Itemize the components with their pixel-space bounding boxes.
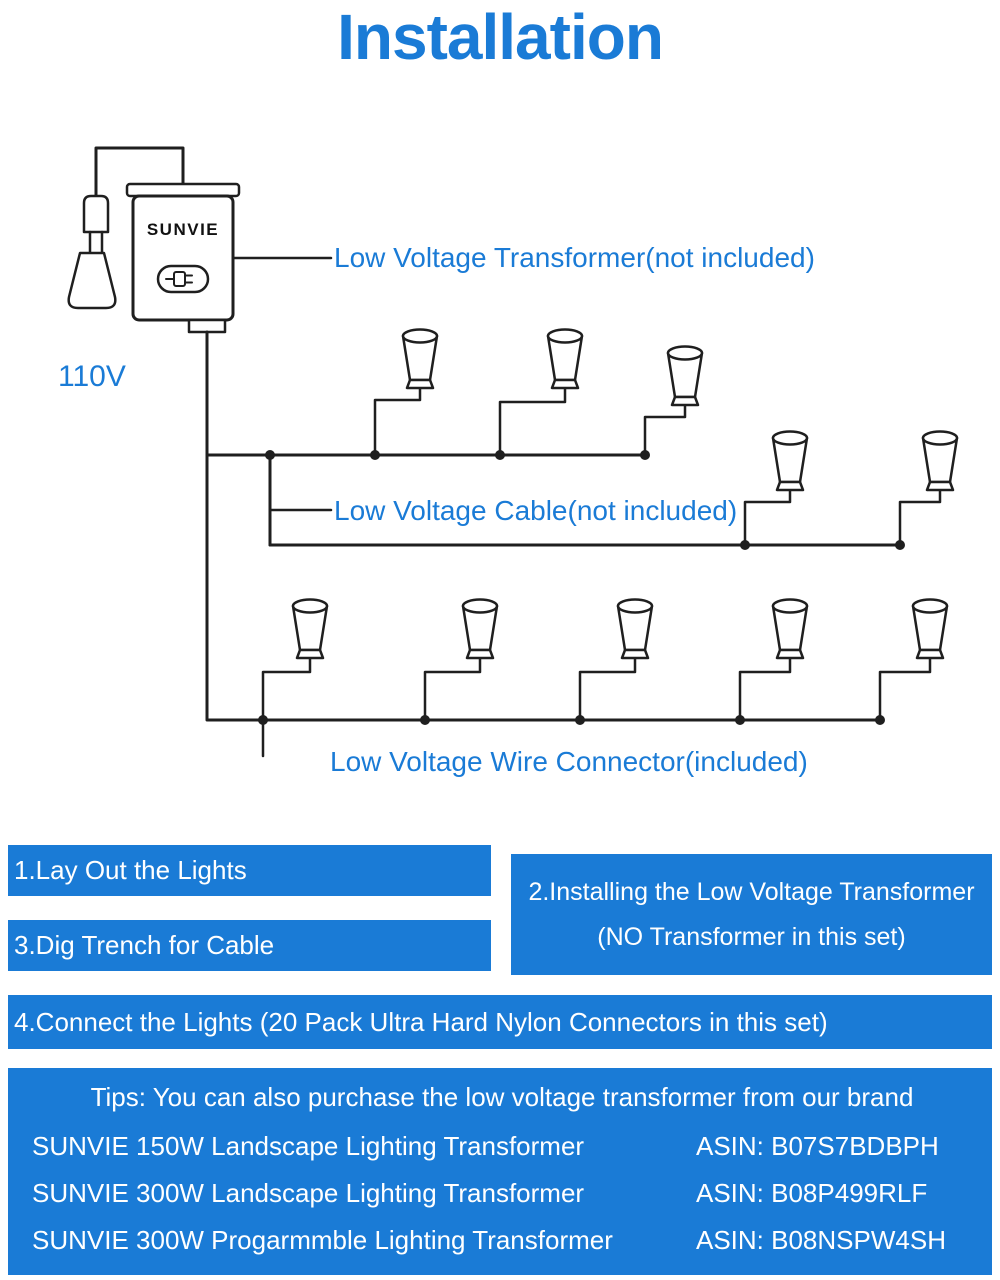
label-transformer: Low Voltage Transformer(not included) [334,242,815,273]
step-2-line2: (NO Transformer in this set) [597,922,906,951]
tips-heading: Tips: You can also purchase the low volt… [90,1082,914,1112]
path-light-icon [771,430,809,492]
junction-dot-icon [420,715,430,725]
junction-dot-icon [740,540,750,550]
tips-product-row: SUNVIE 150W Landscape Lighting Transform… [32,1131,972,1162]
transformer-icon: SUNVIE [125,182,241,334]
path-light-icon [616,598,654,660]
path-light-icon [666,345,704,407]
tips-product-row: SUNVIE 300W Progarmmble Lighting Transfo… [32,1225,972,1256]
step-2-line1: 2.Installing the Low Voltage Transformer [528,877,975,906]
junction-dot-icon [265,450,275,460]
step-1-bar: 1.Lay Out the Lights [8,845,491,896]
tips-panel: Tips: You can also purchase the low volt… [8,1068,992,1275]
power-cord [94,146,185,198]
junction-dot-icon [575,715,585,725]
path-light-icon [546,328,584,390]
step-2-bar: 2.Installing the Low Voltage Transformer… [511,854,992,975]
wiring-diagram: SUNVIE [67,146,959,758]
product-name: SUNVIE 150W Landscape Lighting Transform… [32,1131,585,1161]
product-name: SUNVIE 300W Landscape Lighting Transform… [32,1178,585,1208]
product-asin: ASIN: B07S7BDBPH [696,1131,939,1161]
product-name: SUNVIE 300W Progarmmble Lighting Transfo… [32,1225,613,1255]
path-light-icon [911,598,949,660]
junction-dot-icon [735,715,745,725]
junction-dots [258,450,905,725]
label-connector: Low Voltage Wire Connector(included) [330,746,808,777]
path-light-icon [291,598,329,660]
path-light-icon [771,598,809,660]
outlet-icon [67,251,117,310]
label-110v: 110V [58,360,126,393]
junction-dot-icon [875,715,885,725]
light-lead-wires [261,386,942,722]
step-3-bar: 3.Dig Trench for Cable [8,920,491,971]
step-4-bar: 4.Connect the Lights (20 Pack Ultra Hard… [8,995,992,1049]
junction-dot-icon [370,450,380,460]
tips-product-row: SUNVIE 300W Landscape Lighting Transform… [32,1178,972,1209]
transformer-power-button [156,264,210,294]
transformer-brand: SUNVIE [147,220,219,239]
junction-dot-icon [895,540,905,550]
main-feed-cable [205,330,882,722]
label-cable: Low Voltage Cable(not included) [334,495,738,526]
page-title: Installation [337,1,664,73]
cable-runs [205,330,902,722]
label-leader-lines [232,256,333,758]
plug-icon [82,194,110,254]
product-asin: ASIN: B08NSPW4SH [696,1225,946,1255]
product-asin: ASIN: B08P499RLF [696,1178,928,1208]
junction-dot-icon [495,450,505,460]
junction-dot-icon [640,450,650,460]
path-light-icon [401,328,439,390]
path-light-icon [461,598,499,660]
path-light-icon [921,430,959,492]
